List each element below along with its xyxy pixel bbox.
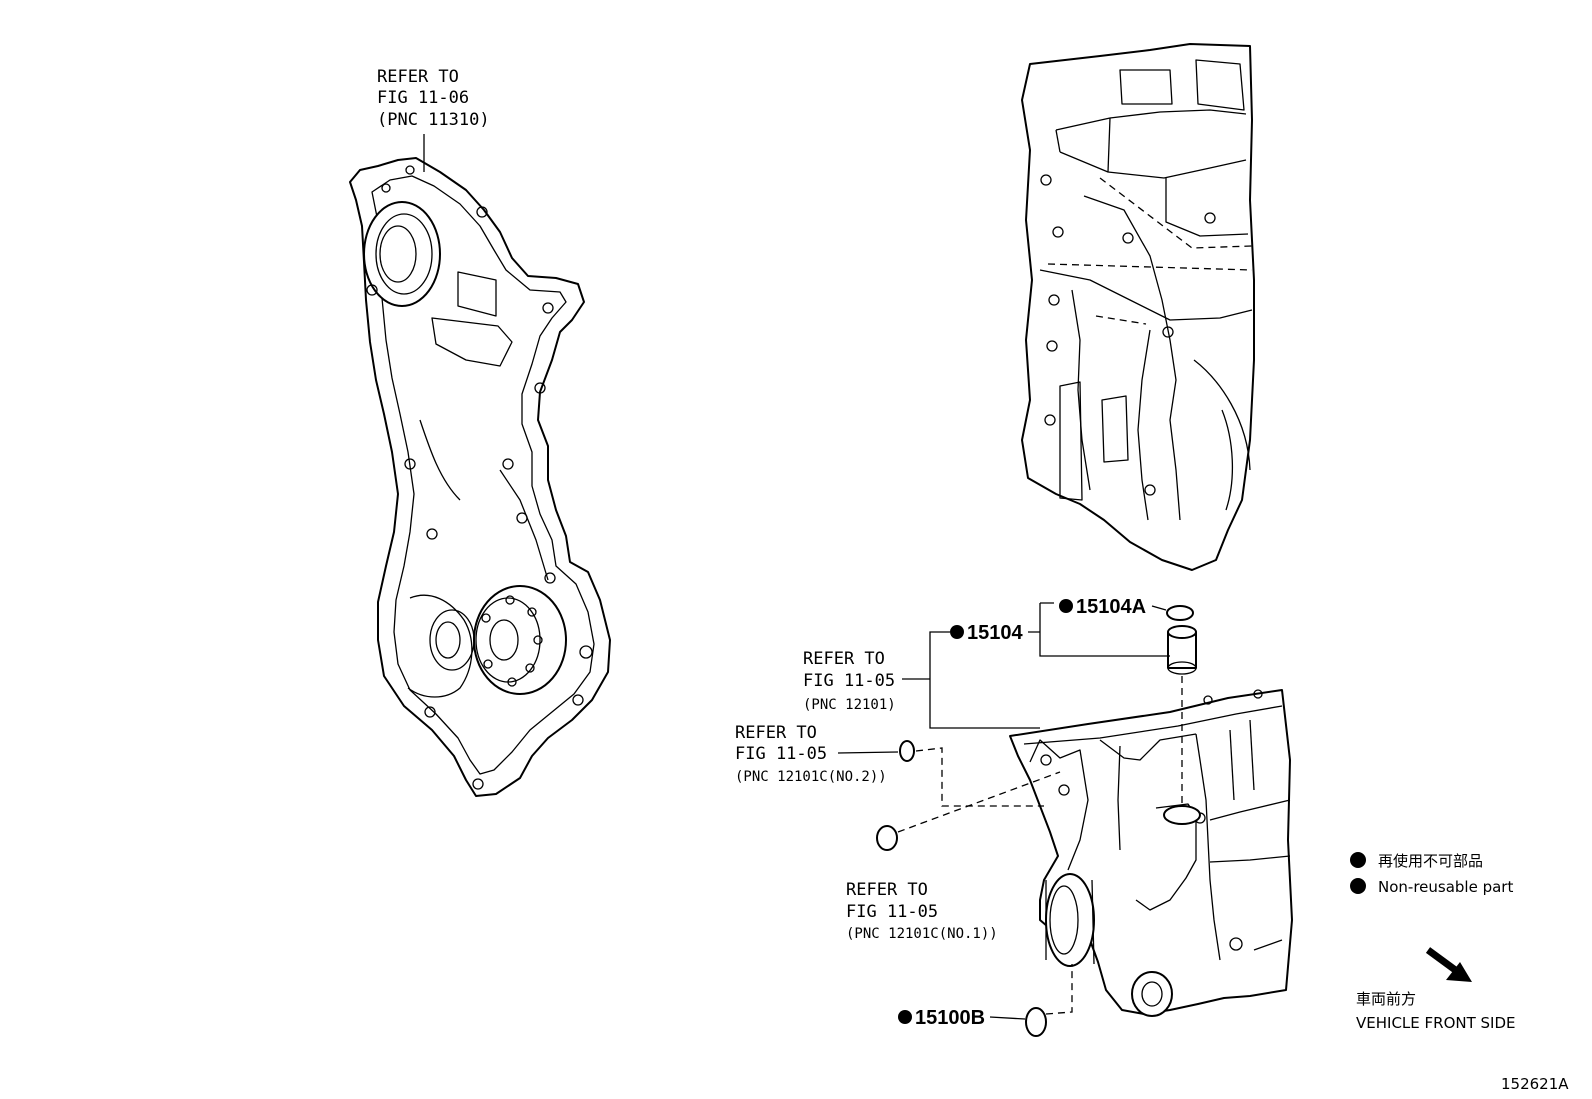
timing-cover-ref-line1: REFER TO bbox=[377, 67, 459, 87]
gasket-no1-install-line bbox=[897, 771, 1061, 833]
legend-text-en: Non-reusable part bbox=[1378, 878, 1513, 896]
part-number-15104: 15104 bbox=[967, 622, 1023, 644]
part-number-15100b: 15100B bbox=[915, 1007, 985, 1029]
o-ring-gasket-no2 bbox=[899, 740, 915, 762]
gasket-no2-leader bbox=[837, 751, 899, 754]
vehicle-front-arrow-icon bbox=[1425, 947, 1472, 982]
timing-cover-ref-line2: FIG 11-06 bbox=[377, 88, 469, 108]
direction-text-en: VEHICLE FRONT SIDE bbox=[1356, 1014, 1516, 1032]
o-ring-15104a bbox=[1166, 605, 1194, 621]
oil-pan-ref-line1: REFER TO bbox=[803, 649, 885, 669]
leader-15104 bbox=[1028, 602, 1170, 657]
oil-pan-ref-line2: FIG 11-05 bbox=[803, 671, 895, 691]
gasket-no1-ref-line1: REFER TO bbox=[846, 880, 928, 900]
leader-15104a bbox=[1151, 605, 1167, 611]
legend-dot-en bbox=[1350, 878, 1366, 894]
filter-bore bbox=[1163, 805, 1201, 825]
o-ring-15100b bbox=[1025, 1007, 1047, 1037]
oil-pan-illustration bbox=[1009, 689, 1293, 1017]
direction-text-jp: 車両前方 bbox=[1356, 990, 1416, 1008]
gasket-no2-ref-line2: FIG 11-05 bbox=[735, 744, 827, 764]
oil-filter-element-15104 bbox=[1167, 625, 1197, 675]
part-number-15104a: 15104A bbox=[1076, 596, 1146, 618]
gasket-no2-install-line bbox=[915, 747, 1044, 807]
oil-pan-ref-line3: (PNC 12101) bbox=[803, 697, 896, 713]
gasket-no2-ref-line1: REFER TO bbox=[735, 723, 817, 743]
non-reusable-mark-15100b bbox=[898, 1010, 912, 1024]
o-ring-gasket-no1 bbox=[876, 825, 898, 851]
non-reusable-mark-15104a bbox=[1059, 599, 1073, 613]
gasket-no2-ref-line3: (PNC 12101C(NO.2)) bbox=[735, 769, 887, 785]
non-reusable-mark-15104 bbox=[950, 625, 964, 639]
leader-15100b bbox=[989, 1016, 1026, 1020]
oil-pan-bracket bbox=[929, 631, 1040, 729]
gasket-no1-ref-line3: (PNC 12101C(NO.1)) bbox=[846, 926, 998, 942]
o-ring-15100b-install-line bbox=[1045, 964, 1073, 1015]
figure-id: 152621A bbox=[1501, 1075, 1569, 1093]
timing-chain-cover-illustration bbox=[349, 157, 611, 797]
timing-cover-ref-line3: (PNC 11310) bbox=[377, 110, 490, 130]
legend-text-jp: 再使用不可部品 bbox=[1378, 852, 1483, 870]
gasket-no1-ref-line2: FIG 11-05 bbox=[846, 902, 938, 922]
legend-dot-jp bbox=[1350, 852, 1366, 868]
engine-block-illustration bbox=[1021, 43, 1255, 571]
